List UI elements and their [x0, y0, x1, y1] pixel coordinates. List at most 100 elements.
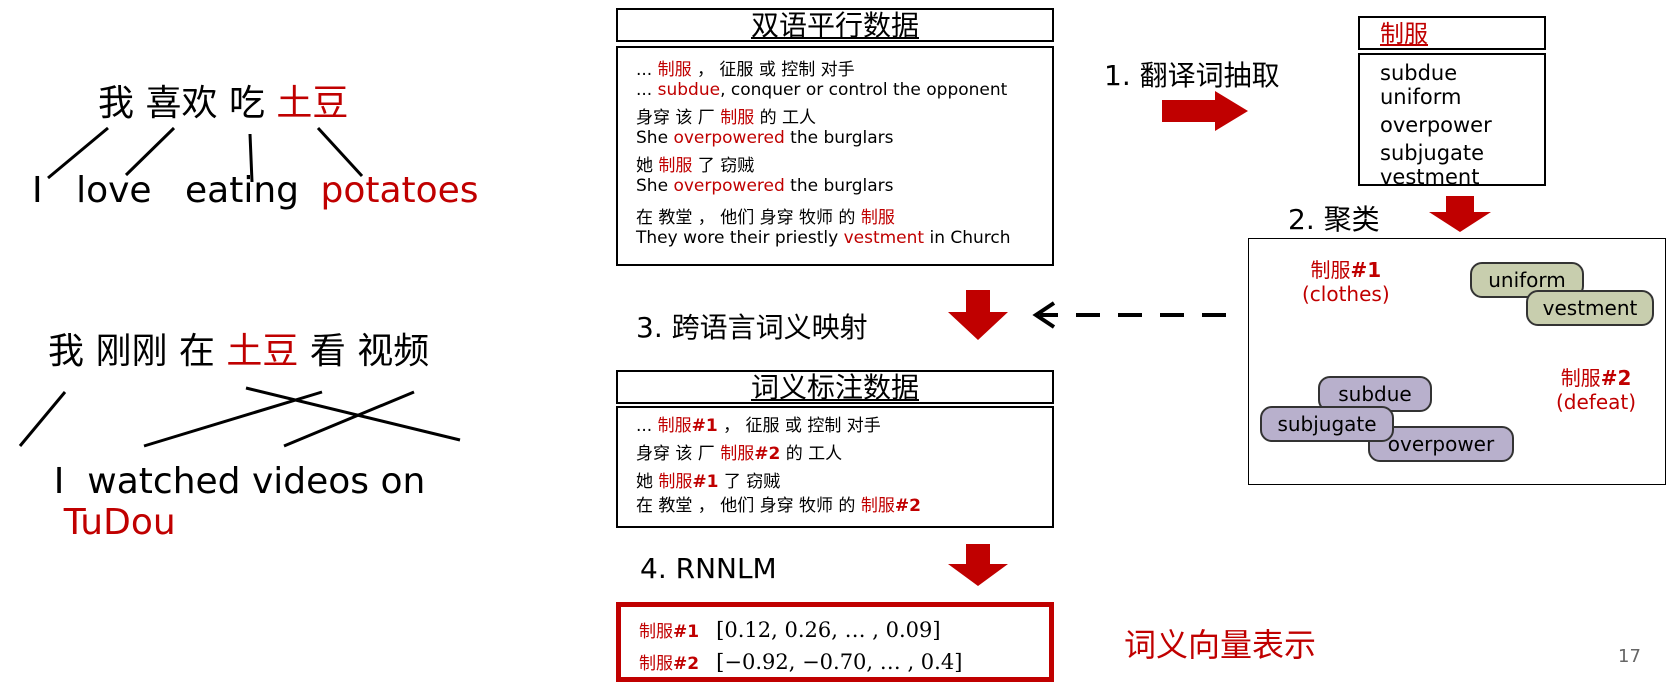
- down-arrow-icon: [948, 544, 1008, 586]
- parallel-data-box: ... 制服 ， 征服 或 控制 对手 ... subdue, conquer …: [616, 46, 1054, 266]
- zh-word-highlight: 土豆: [276, 83, 349, 124]
- text: the burglars: [784, 128, 894, 148]
- translation-word: overpower: [1380, 113, 1492, 137]
- alignment-lines-2: [18, 386, 461, 448]
- highlight: 制服: [720, 108, 755, 128]
- sentence-line: She overpowered the burglars: [636, 176, 1052, 196]
- zh-word: 吃: [228, 83, 265, 124]
- step-2-label: 2. 聚类: [1288, 203, 1380, 236]
- text: 的 工人: [780, 444, 843, 464]
- text: ...: [636, 416, 658, 436]
- sentence-line: They wore their priestly vestment in Chu…: [636, 228, 1052, 248]
- translation-word: subjugate: [1380, 141, 1485, 165]
- highlight: 制服: [657, 416, 692, 436]
- annotated-data-box: ... 制服#1 ， 征服 或 控制 对手 身穿 该 厂 制服#2 的 工人 她…: [616, 406, 1054, 528]
- parallel-data-title: 双语平行数据: [616, 8, 1054, 42]
- sentence-line: 在 教堂 ， 他们 身穿 牧师 的 制服: [636, 208, 1052, 228]
- translation-word: subdue: [1380, 61, 1458, 85]
- en-word: eating: [185, 170, 300, 211]
- vector-values: [−0.92, −0.70, … , 0.4]: [716, 650, 963, 674]
- cluster-word-vestment: vestment: [1526, 290, 1654, 326]
- vector-values: [0.12, 0.26, … , 0.09]: [716, 618, 941, 642]
- zh-word: 我: [98, 83, 135, 124]
- annotated-data-title: 词义标注数据: [616, 370, 1054, 404]
- sentence-line: She overpowered the burglars: [636, 128, 1052, 148]
- right-arrow-icon: [1162, 91, 1248, 131]
- sense-2-label: 制服#2 (defeat): [1556, 366, 1636, 414]
- text: ， 征服 或 控制 对手: [717, 416, 881, 436]
- en-word-highlight: potatoes: [320, 170, 479, 211]
- text: 身穿 该 厂: [636, 444, 721, 464]
- cluster-word-subjugate: subjugate: [1260, 406, 1394, 442]
- annotated-line: 在 教堂 ， 他们 身穿 牧师 的 制服#2: [636, 496, 1052, 516]
- text: , conquer or control the opponent: [720, 80, 1008, 100]
- text: the burglars: [784, 176, 894, 196]
- highlight: 制服: [658, 156, 693, 176]
- sense-word: 制服: [639, 622, 673, 642]
- annotated-line: ... 制服#1 ， 征服 或 控制 对手: [636, 416, 1052, 436]
- text: ， 征服 或 控制 对手: [691, 60, 855, 80]
- text: 的 工人: [754, 108, 817, 128]
- sense-gloss: (defeat): [1556, 390, 1637, 414]
- sense-1-label: 制服#1 (clothes): [1302, 258, 1390, 306]
- highlight: vestment: [843, 228, 925, 248]
- page-number: 17: [1618, 646, 1641, 667]
- text: 了 窃贼: [718, 472, 781, 492]
- step-1-label: 1. 翻译词抽取: [1104, 59, 1280, 92]
- highlight: 制服: [657, 60, 692, 80]
- sense-gloss: (clothes): [1302, 282, 1390, 306]
- annotated-line: 她 制服#1 了 窃贼: [636, 472, 1052, 492]
- text: 她: [636, 472, 659, 492]
- sense-word: 制服: [1310, 258, 1351, 282]
- highlight: 制服: [720, 444, 755, 464]
- step-3-label: 3. 跨语言词义映射: [636, 311, 868, 344]
- annotated-line: 身穿 该 厂 制服#2 的 工人: [636, 444, 1052, 464]
- translation-title: 制服: [1358, 16, 1546, 50]
- example-2-english: I watched videos on TuDou: [8, 420, 426, 584]
- vector-row: 制服#1 [0.12, 0.26, … , 0.09]: [639, 615, 1049, 647]
- translation-word: vestment: [1380, 165, 1480, 189]
- translation-word: uniform: [1380, 85, 1462, 109]
- text: 身穿 该 厂: [636, 108, 721, 128]
- sense-tag: #2: [1600, 366, 1632, 390]
- zh-words: 我 刚刚 在: [48, 331, 215, 372]
- en-word: I: [32, 170, 43, 211]
- text: 她: [636, 156, 659, 176]
- highlight: overpowered: [673, 128, 785, 148]
- example-1-chinese: 我 喜欢 吃 土豆: [98, 74, 348, 126]
- sense-word: 制服: [639, 654, 673, 674]
- en-word-highlight: TuDou: [63, 502, 176, 543]
- sense-vector-box: 制服#1 [0.12, 0.26, … , 0.09] 制服#2 [−0.92,…: [616, 602, 1054, 682]
- down-arrow-icon: [1429, 196, 1491, 232]
- alignment-lines-1: [47, 126, 364, 183]
- text: She: [636, 176, 674, 196]
- example-1-english: I love eating potatoes: [32, 170, 479, 211]
- zh-word-highlight: 土豆: [226, 331, 299, 372]
- highlight: 制服: [658, 472, 693, 492]
- sense-tag: #1: [692, 472, 719, 492]
- step-4-label: 4. RNNLM: [640, 552, 777, 585]
- sentence-line: ... 制服 ， 征服 或 控制 对手: [636, 60, 1052, 80]
- sense-tag: #1: [691, 416, 718, 436]
- sense-tag: #1: [1350, 258, 1382, 282]
- text: 在 教堂 ， 他们 身穿 牧师 的: [636, 496, 861, 516]
- highlight: 制服: [860, 496, 895, 516]
- text: in Church: [924, 228, 1011, 248]
- sense-word: 制服: [1560, 366, 1601, 390]
- highlight: 制服: [860, 208, 895, 228]
- sentence-line: 身穿 该 厂 制服 的 工人: [636, 108, 1052, 128]
- highlight: subdue: [657, 80, 721, 100]
- translation-words-box: subdue uniform overpower subjugate vestm…: [1358, 53, 1546, 189]
- sense-tag: #2: [894, 496, 921, 516]
- sentence-line: 她 制服 了 窃贼: [636, 156, 1052, 176]
- example-2-chinese: 我 刚刚 在 土豆 看 视频: [48, 322, 429, 374]
- dashed-arrow-icon: [1032, 301, 1226, 329]
- text: ...: [636, 60, 658, 80]
- text: 了 窃贼: [692, 156, 755, 176]
- text: She: [636, 128, 674, 148]
- sense-tag: #2: [754, 444, 781, 464]
- text: 在 教堂 ， 他们 身穿 牧师 的: [636, 208, 861, 228]
- zh-word: 喜欢: [145, 83, 218, 124]
- en-words: I watched videos on: [53, 461, 426, 502]
- text: They wore their priestly: [636, 228, 844, 248]
